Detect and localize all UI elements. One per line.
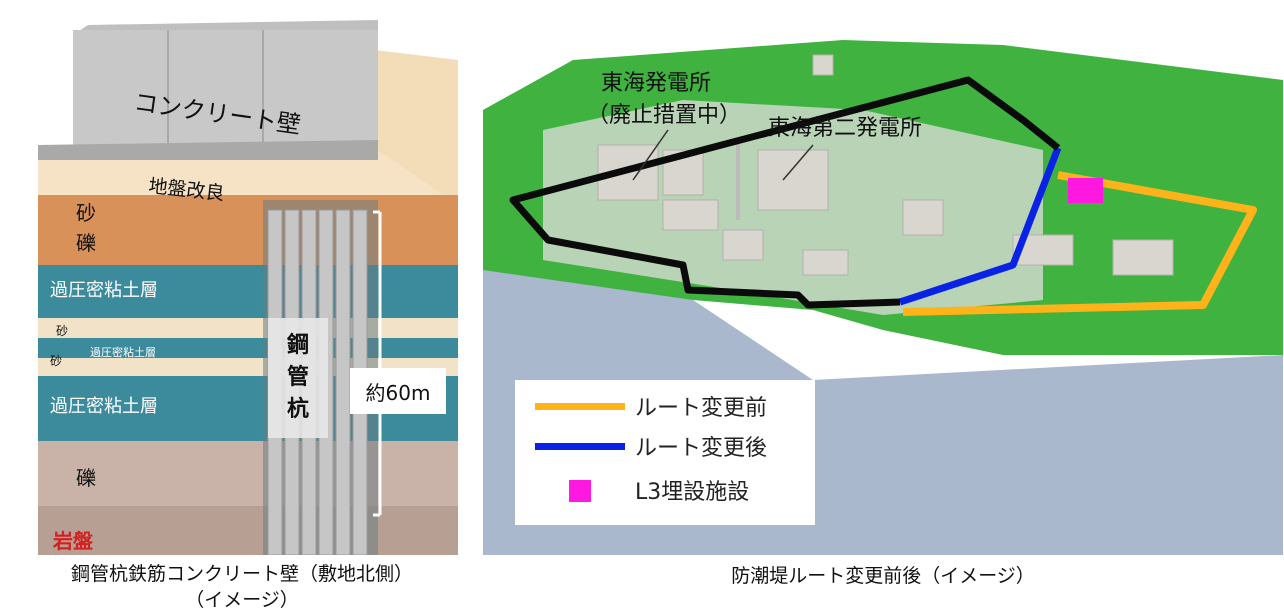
layer-label-clay-upper: 過圧密粘土層 xyxy=(50,280,158,301)
legend-label-after: ルート変更後 xyxy=(635,436,767,461)
layer-label-sand: 砂 xyxy=(76,201,96,225)
route-before-line xyxy=(902,171,1257,316)
layer-label-bedrock: 岩盤 xyxy=(52,529,94,553)
cross-section-svg: 鋼 管 杭 約60m コンクリート壁 地盤改良 砂 礫 過圧密粘土層 砂 砂 過… xyxy=(38,20,458,556)
legend: ルート変更前 ルート変更後 L3埋設施設 xyxy=(515,380,815,525)
pile-label-3: 杭 xyxy=(287,396,309,422)
layer-label-sand-b: 砂 xyxy=(50,354,62,368)
depth-label-box xyxy=(350,368,446,414)
pile-label-1: 鋼 xyxy=(286,332,309,358)
depth-bracket xyxy=(373,210,382,517)
route-common-line xyxy=(509,76,1061,309)
l3-facility-marker xyxy=(1068,178,1103,203)
cross-section-diagram: 鋼 管 杭 約60m コンクリート壁 地盤改良 砂 礫 過圧密粘土層 砂 砂 過… xyxy=(28,0,458,556)
legend-swatch-after xyxy=(535,443,625,450)
left-caption-line2: （イメージ） xyxy=(185,589,299,611)
site-map-svg: 東海発電所 （廃止措置中） 東海第二発電所 ルート変更前 ルート変更後 L3埋設… xyxy=(483,0,1283,555)
pile-label-2: 管 xyxy=(287,364,309,390)
plant-1-name: 東海発電所 xyxy=(601,71,711,96)
layer-label-gravel: 礫 xyxy=(76,466,96,490)
plant-1-status: （廃止措置中） xyxy=(587,103,741,128)
plant-2-name: 東海第二発電所 xyxy=(768,116,922,141)
depth-label: 約60m xyxy=(366,381,431,405)
layer-label-clay-thin: 過圧密粘土層 xyxy=(90,345,156,359)
left-caption-line1: 鋼管杭鉄筋コンクリート壁（敷地北側） xyxy=(70,563,413,585)
layer-label-clay-lower: 過圧密粘土層 xyxy=(50,396,158,417)
site-map-diagram: 東海発電所 （廃止措置中） 東海第二発電所 ルート変更前 ルート変更後 L3埋設… xyxy=(483,0,1283,555)
layer-sand-gravel xyxy=(38,195,458,265)
legend-label-l3: L3埋設施設 xyxy=(635,480,749,505)
legend-swatch-l3 xyxy=(569,480,591,502)
legend-label-before: ルート変更前 xyxy=(635,396,767,421)
layer-gravel xyxy=(38,441,458,506)
layer-label-gravel-top: 礫 xyxy=(76,231,96,255)
legend-swatch-before xyxy=(535,403,625,410)
layer-label-sand-a: 砂 xyxy=(56,324,68,338)
right-caption: 防潮堤ルート変更前後（イメージ） xyxy=(731,565,1035,587)
route-after-line xyxy=(898,146,1062,306)
pile-label-box xyxy=(268,318,328,438)
layer-clay-upper xyxy=(38,265,458,365)
layer-sand-band-1 xyxy=(38,318,458,338)
left-caption: 鋼管杭鉄筋コンクリート壁（敷地北側） （イメージ） xyxy=(0,561,484,613)
layer-bedrock xyxy=(38,506,458,555)
